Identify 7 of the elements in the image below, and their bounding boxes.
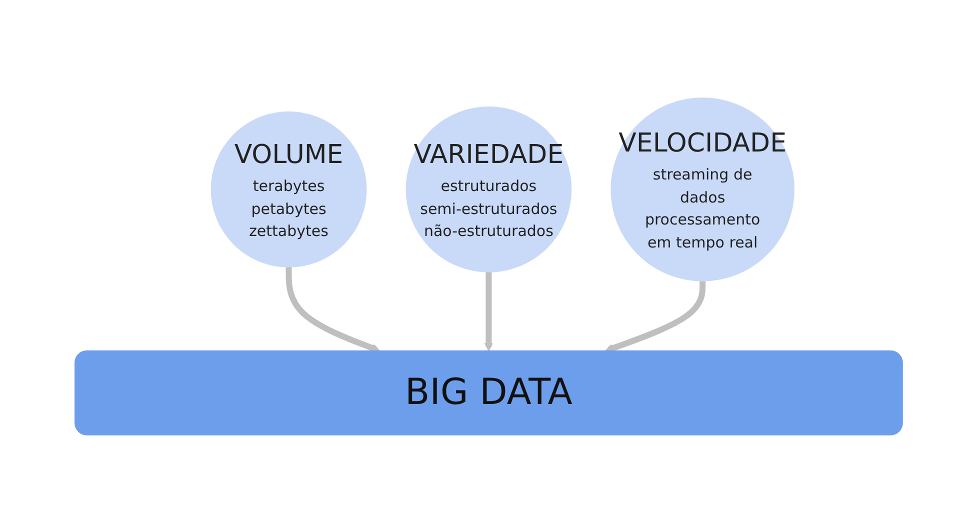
arrow [286,266,380,352]
node-circle: VARIEDADE estruturados semi-estruturados não-estruturados [406,106,572,272]
arrow [604,280,706,352]
node-box: BIG DATA [74,350,903,435]
arrow [484,271,493,351]
node-circle: VOLUME terabytes petabytes zettabytes [210,111,367,267]
node-circle: VELOCIDADE streaming de dados processamento em tempo real [610,97,794,281]
